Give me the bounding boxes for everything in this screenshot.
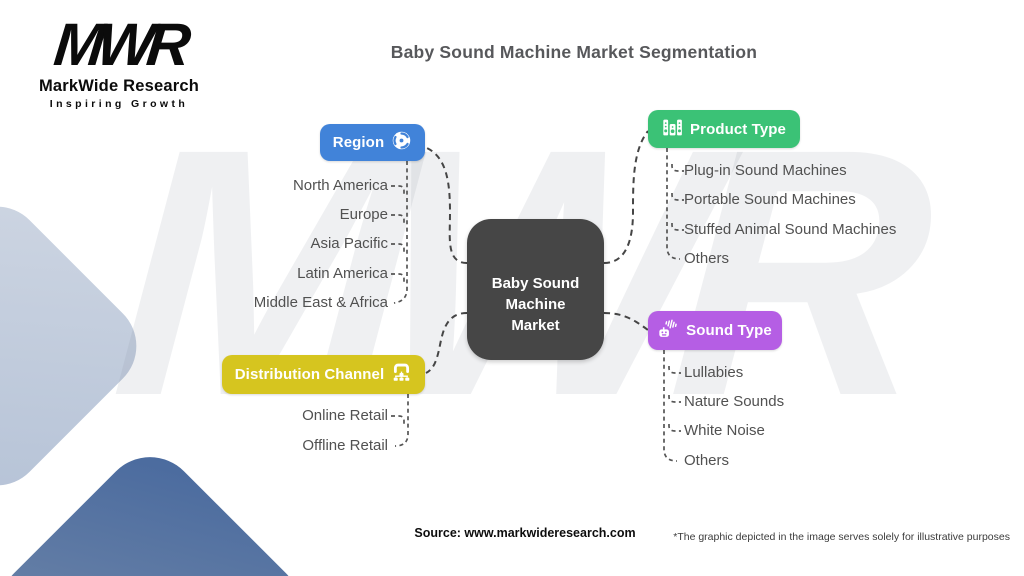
region-item: Middle East & Africa <box>253 294 388 311</box>
product-type-item: Portable Sound Machines <box>684 191 856 208</box>
logo-tagline: Inspiring Growth <box>49 98 189 110</box>
store-network-icon <box>391 362 412 387</box>
region-item: Asia Pacific <box>310 235 388 252</box>
sound-type-item: Others <box>684 452 730 469</box>
markwide-logo: MWR MarkWide Research Inspiring Growth <box>30 11 208 110</box>
link-center-product <box>603 130 649 264</box>
product-type-item: Plug-in Sound Machines <box>684 162 847 179</box>
sound-type-node: Sound Type <box>648 311 782 350</box>
product-type-label: Product Type <box>690 120 786 138</box>
distribution-channel-node: Distribution Channel <box>222 355 425 394</box>
distribution-channel-label: Distribution Channel <box>234 366 385 383</box>
link-center-distribution <box>425 312 468 374</box>
distribution-channel-item: Online Retail <box>302 407 388 424</box>
product-type-item: Others <box>684 250 730 267</box>
logo-name: MarkWide Research <box>38 77 200 95</box>
source-text: Source: www.markwideresearch.com <box>414 526 636 540</box>
link-center-sound <box>603 312 649 331</box>
sound-type-item: White Noise <box>684 422 765 439</box>
logo-acronym: MWR <box>51 11 188 78</box>
region-branch-line <box>393 161 408 304</box>
product-branch-line <box>666 148 681 260</box>
sound-type-item: Lullabies <box>684 364 744 381</box>
product-type-node: Product Type <box>648 110 800 148</box>
page-title: Baby Sound Machine Market Segmentation <box>390 42 758 62</box>
region-item: Europe <box>339 206 388 223</box>
sound-machine-icon <box>658 318 679 343</box>
region-label: Region <box>332 134 385 151</box>
region-item: North America <box>292 177 388 194</box>
center-node-label: Baby Sound Machine Market <box>491 275 580 334</box>
region-node: Region <box>320 124 425 161</box>
center-node: Baby Sound Machine Market <box>467 219 604 360</box>
distribution-branch-line <box>394 394 409 447</box>
sound-branch-line <box>663 350 678 462</box>
speakers-icon <box>662 117 683 142</box>
sound-type-label: Sound Type <box>686 322 772 339</box>
disclaimer-text: *The graphic depicted in the image serve… <box>673 531 1010 543</box>
region-item: Latin America <box>297 265 388 282</box>
link-center-region <box>426 147 468 264</box>
globe-icon <box>391 130 412 155</box>
product-type-item: Stuffed Animal Sound Machines <box>684 221 897 238</box>
distribution-channel-item: Offline Retail <box>302 437 388 454</box>
sound-type-item: Nature Sounds <box>684 393 785 410</box>
